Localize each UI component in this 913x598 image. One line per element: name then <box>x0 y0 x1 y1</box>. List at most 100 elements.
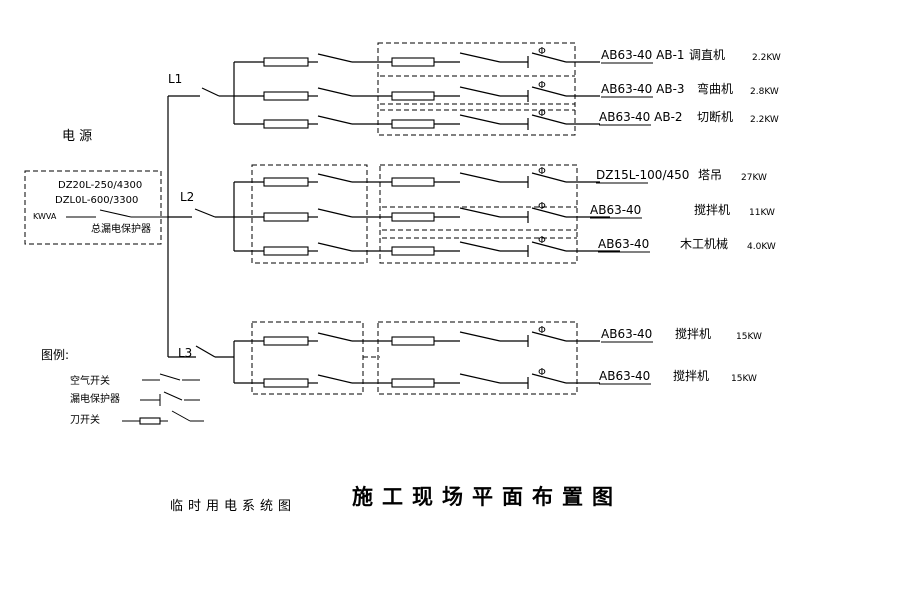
l3-protector-box <box>377 321 578 395</box>
l3-c1-rcd-blade <box>531 331 567 342</box>
l1-c3-air-blade <box>459 114 501 125</box>
main-protector-line1: DZ20L-250/4300 <box>58 180 142 191</box>
l3-c1-power-label: 15KW <box>736 332 762 342</box>
l2-c2-breaker-label: AB63-40 <box>590 203 641 217</box>
legend-label-air-switch: 空气开关 <box>70 374 110 387</box>
bus-label-l3: L3 <box>178 346 192 360</box>
l2-c2-knife-blade <box>317 208 353 218</box>
l3-c2-rcd-blade <box>531 373 567 384</box>
legend-label-leakage-protector: 漏电保护器 <box>70 392 120 405</box>
l2-c1-knife-fuse <box>263 177 309 187</box>
legend-label-knife-switch: 刀开关 <box>70 413 100 426</box>
l1-c2-machine-label: 弯曲机 <box>697 81 733 96</box>
l3-c2-power-label: 15KW <box>731 374 757 384</box>
bus-l2-switch <box>194 208 216 218</box>
l1-c2-phi-symbol: Φ <box>538 80 546 91</box>
l3-c1-breaker-label: AB63-40 <box>601 327 652 341</box>
l1-c1-breaker-label: AB63-40 AB-1 <box>601 48 685 62</box>
l1-c2-knife-blade <box>317 87 353 97</box>
l2-c3-rcd-blade <box>531 241 567 252</box>
l2-c3-air-fuse <box>391 246 435 256</box>
main-protector-name: 总漏电保护器 <box>91 222 151 235</box>
l2-c1-air-blade <box>459 172 501 183</box>
l1-protector-box <box>377 42 576 136</box>
l2-c2-air-fuse <box>391 212 435 222</box>
l1-c2-rcd-blade <box>531 86 567 97</box>
l2-c2-power-label: 11KW <box>749 208 775 218</box>
main-protector-box <box>24 170 162 245</box>
bus-l1-switch <box>201 87 220 97</box>
l1-c1-rcd-blade <box>531 52 567 63</box>
subtitle: 临时用电系统图 <box>170 499 296 514</box>
l1-c3-knife-blade <box>317 115 353 125</box>
l1-c2-air-blade <box>459 86 501 97</box>
source-label: 电 源 <box>62 129 92 144</box>
l2-c3-phi-symbol: Φ <box>538 235 546 246</box>
l3-c1-knife-blade <box>317 332 353 342</box>
bus-label-l2: L2 <box>180 190 194 204</box>
l2-c1-air-fuse <box>391 177 435 187</box>
l3-c1-machine-label: 搅拌机 <box>675 326 711 341</box>
l2-protector-box <box>379 164 578 264</box>
l2-c3-knife-blade <box>317 242 353 252</box>
l1-c1-air-fuse <box>391 57 435 67</box>
l1-c3-phi-symbol: Φ <box>538 108 546 119</box>
l1-c3-power-label: 2.2KW <box>750 115 779 125</box>
l1-c1-air-blade <box>459 52 501 63</box>
legend-title: 图例: <box>41 348 69 362</box>
l2-c3-machine-label: 木工机械 <box>680 236 728 251</box>
l3-knife-box <box>251 321 364 395</box>
l3-c2-machine-label: 搅拌机 <box>673 368 709 383</box>
main-switch-blade <box>99 209 132 218</box>
l1-c1-machine-label: 调直机 <box>689 48 725 62</box>
circuit-group: Φ AB63-40 AB-1 调直机 2.2KW Φ AB63-40 AB-3 弯曲机 2.8… <box>234 46 781 389</box>
l1-c2-power-label: 2.8KW <box>750 87 779 97</box>
l2-c1-rcd-blade <box>531 172 567 183</box>
l2-c1-breaker-label: DZ15L-100/450 <box>596 168 689 182</box>
l1-c3-knife-fuse <box>263 119 309 129</box>
l2-c2-machine-label: 搅拌机 <box>694 202 730 217</box>
l1-c1-phi-symbol: Φ <box>538 46 546 57</box>
l1-c2-knife-fuse <box>263 91 309 101</box>
l3-c2-knife-fuse <box>263 378 309 388</box>
l3-c2-knife-blade <box>317 374 353 384</box>
l2-c1-knife-blade <box>317 173 353 183</box>
l1-c3-air-fuse <box>391 119 435 129</box>
l2-c3-breaker-label: AB63-40 <box>598 237 649 251</box>
l2-c2-knife-fuse <box>263 212 309 222</box>
main-protector-kwva: KWVA <box>33 212 57 221</box>
l3-c2-breaker-label: AB63-40 <box>599 369 650 383</box>
knife-switch-symbol <box>122 410 204 425</box>
l3-c2-air-blade <box>459 373 501 384</box>
air-switch-symbol <box>142 373 200 381</box>
l2-c2-rcd-blade <box>531 207 567 218</box>
l2-c3-knife-fuse <box>263 246 309 256</box>
l3-c2-phi-symbol: Φ <box>538 367 546 378</box>
l3-c1-air-fuse <box>391 336 435 346</box>
l2-c3-power-label: 4.0KW <box>747 242 776 252</box>
l2-c1-phi-symbol: Φ <box>538 166 546 177</box>
l3-c1-phi-symbol: Φ <box>538 325 546 336</box>
drawing-title: 施工现场平面布置图 <box>352 484 622 509</box>
l2-c2-air-blade <box>459 207 501 218</box>
l1-c2-air-fuse <box>391 91 435 101</box>
l2-knife-box <box>251 164 368 264</box>
l1-c1-power-label: 2.2KW <box>752 53 781 63</box>
main-protector-line2: DZL0L-600/3300 <box>55 195 138 206</box>
l1-c2-breaker-label: AB63-40 AB-3 <box>601 82 685 96</box>
l2-c3-air-blade <box>459 241 501 252</box>
l3-c2-air-fuse <box>391 378 435 388</box>
l2-c1-power-label: 27KW <box>741 173 767 183</box>
l3-c1-air-blade <box>459 331 501 342</box>
l1-c3-machine-label: 切断机 <box>697 109 733 124</box>
l1-c1-knife-fuse <box>263 57 309 67</box>
l2-c1-machine-label: 塔吊 <box>698 168 722 182</box>
bus-l3-switch <box>195 345 216 358</box>
l1-c1-knife-blade <box>317 53 353 63</box>
l1-c3-rcd-blade <box>531 114 567 125</box>
l1-c3-breaker-label: AB63-40 AB-2 <box>599 110 683 124</box>
leakage-protector-symbol <box>140 391 200 406</box>
l3-c1-knife-fuse <box>263 336 309 346</box>
